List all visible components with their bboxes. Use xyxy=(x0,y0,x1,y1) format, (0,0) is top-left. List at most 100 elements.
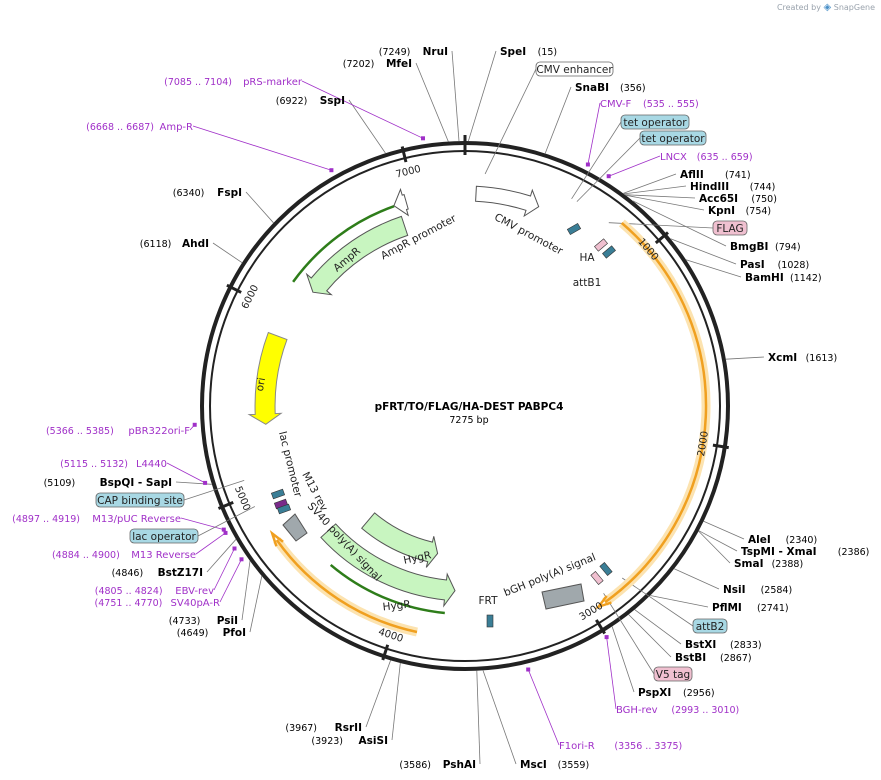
site-name-msci: MscI xyxy=(520,759,547,771)
site-leader xyxy=(482,670,517,765)
site-position: (750) xyxy=(751,194,777,205)
site-name-pfoi: PfoI xyxy=(223,627,246,639)
primer-range: (4884 .. 4900) xyxy=(52,550,120,561)
site-name-mfei: MfeI xyxy=(386,58,412,70)
primer-leader xyxy=(527,669,560,746)
site-leader xyxy=(476,670,481,765)
sv40-polya-box xyxy=(282,513,308,542)
bgh-polya-box xyxy=(541,583,585,610)
hygr-orange-arc xyxy=(275,539,418,634)
site-leader xyxy=(365,660,391,728)
primer-leader xyxy=(608,155,661,177)
frt-marker xyxy=(486,614,494,628)
insert-arc-glow xyxy=(602,219,711,606)
site-position: (2867) xyxy=(720,653,752,664)
feature-leader xyxy=(603,593,655,675)
site-position: (4846) xyxy=(112,568,144,579)
attb2-box-label: attB2 xyxy=(696,621,725,633)
site-leader xyxy=(468,50,497,142)
site-position: (2386) xyxy=(838,547,870,558)
site-position: (2956) xyxy=(683,688,715,699)
site-name-bamhi: BamHI xyxy=(745,272,784,284)
site-leader xyxy=(725,356,765,360)
site-name-smai: SmaI xyxy=(734,558,764,570)
feature-leader xyxy=(621,577,694,627)
site-position: (1613) xyxy=(806,353,838,364)
primer-name: L4440 xyxy=(136,459,167,470)
primer-leader xyxy=(301,80,424,139)
site-name-xcmi: XcmI xyxy=(768,352,797,364)
site-leader xyxy=(391,662,401,741)
site-position: (356) xyxy=(620,83,646,94)
primer-range: (2993 .. 3010) xyxy=(671,705,739,716)
tick-label: 5000 xyxy=(232,485,252,513)
lac-marker-1 xyxy=(270,488,286,500)
created-by-text: Created by xyxy=(776,3,821,12)
v5-tag-box-label: V5 tag xyxy=(656,669,690,681)
site-position: (2340) xyxy=(786,535,818,546)
site-position: (2741) xyxy=(757,603,789,614)
v5-tag-box xyxy=(653,666,693,682)
site-name-bstxi: BstXI xyxy=(685,639,716,651)
snapgene-name: SnapGene xyxy=(833,3,875,12)
feature-leader xyxy=(571,121,622,200)
site-name-spei: SpeI xyxy=(500,46,526,58)
site-leader xyxy=(634,609,682,645)
site-position: (15) xyxy=(538,47,558,58)
site-name-bspqi-sapi: BspQI - SapI xyxy=(100,477,172,489)
site-position: (3559) xyxy=(558,760,590,771)
site-name-pspxi: PspXI xyxy=(638,687,671,699)
hygr-line xyxy=(329,563,445,615)
site-name-asisi: AsiSI xyxy=(359,735,388,747)
tet-operator-box-2-label: tet operator xyxy=(641,133,705,145)
ampr-promoter-arrow xyxy=(393,187,410,217)
site-leader xyxy=(670,238,737,265)
site-position: (7202) xyxy=(343,59,375,70)
site-position: (4649) xyxy=(177,628,209,639)
site-position: (741) xyxy=(725,170,751,181)
site-leader xyxy=(249,576,263,633)
plasmid-name: pFRT/TO/FLAG/HA-DEST PABPC4 xyxy=(375,401,564,413)
site-position: (744) xyxy=(750,182,776,193)
feature-leader xyxy=(484,68,537,175)
primer-name: LNCX xyxy=(660,152,687,163)
primer-leader xyxy=(587,102,601,165)
cmv-promoter-arrow xyxy=(475,185,540,218)
primer-leader xyxy=(213,548,235,591)
primer-range: (4897 .. 4919) xyxy=(12,514,80,525)
tick-mark xyxy=(226,283,242,294)
site-name-fspi: FspI xyxy=(217,187,242,199)
ori-arrow xyxy=(247,331,288,425)
primer-name: EBV-rev xyxy=(175,586,214,597)
attb2-box xyxy=(692,618,728,634)
site-name-pshai: PshAI xyxy=(443,759,476,771)
sv40-polya-label: SV40 poly(A) signal xyxy=(305,500,384,583)
frt-label: FRT xyxy=(479,595,499,607)
attb2-marker xyxy=(599,562,613,576)
site-name-hindiii: HindIII xyxy=(690,181,729,193)
lac-marker-3 xyxy=(276,503,292,515)
ha-marker xyxy=(594,238,608,252)
site-position: (6922) xyxy=(276,96,308,107)
cmv-enhancer-box xyxy=(535,61,614,77)
primer-leader xyxy=(166,462,206,484)
hygr-arrow-inner xyxy=(360,512,439,568)
site-position: (2584) xyxy=(761,585,793,596)
site-position: (6118) xyxy=(140,239,172,250)
site-leader xyxy=(698,530,731,564)
site-position: (2833) xyxy=(730,640,762,651)
site-name-acc65i: Acc65I xyxy=(699,193,738,205)
insert-arc-head xyxy=(595,595,612,610)
tick-label: 3000 xyxy=(578,600,605,623)
site-name-bstz17i: BstZ17I xyxy=(158,567,203,579)
hygr-arrow-outer xyxy=(320,523,456,608)
snapgene-branding: Created by ◈ SnapGene xyxy=(777,2,875,13)
site-leader xyxy=(245,191,274,224)
tick-mark xyxy=(712,443,729,450)
primer-name: M13 Reverse xyxy=(131,550,196,561)
primer-leader xyxy=(189,424,195,431)
attb1-marker xyxy=(602,245,616,259)
site-leader xyxy=(628,614,672,658)
site-name-tspmi-xmai: TspMI - XmaI xyxy=(741,546,817,558)
